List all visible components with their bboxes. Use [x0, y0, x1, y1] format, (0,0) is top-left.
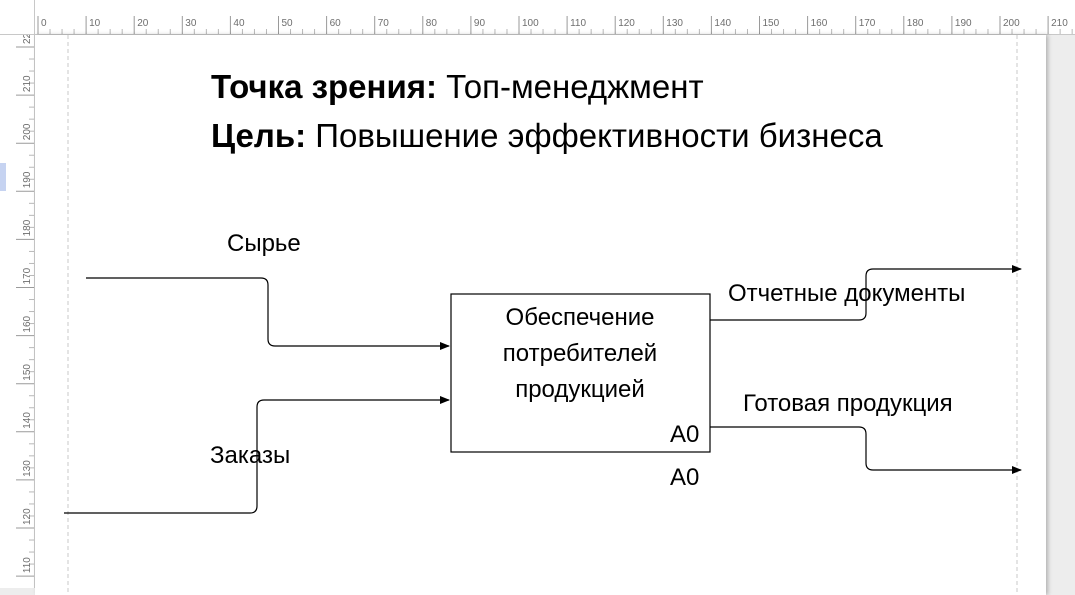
ruler-tick-label: 30: [185, 18, 197, 29]
purpose-line: Цель: Повышение эффективности бизнеса: [211, 116, 883, 156]
ruler-tick-label: 210: [1051, 18, 1068, 29]
diagram-node-number: A0: [670, 464, 700, 491]
ruler-tick-label: 190: [22, 171, 33, 188]
ruler-selection-marker: [0, 163, 6, 191]
activity-name: Обеспечение потребителей продукцией: [502, 304, 658, 403]
diagram-page[interactable]: Точка зрения: Топ-менеджмент Цель: Повыш…: [35, 35, 1046, 595]
ruler-tick-label: 180: [22, 219, 33, 236]
ruler-tick-label: 70: [378, 18, 390, 29]
horizontal-ruler-scale: 0 10 20 30 40 50 60 70 80 90 100 110 120 130 140 150 160…: [37, 16, 1073, 34]
vertical-ruler[interactable]: 220 210 200 190 180 170 160 150 140 130 120 110: [0, 34, 35, 588]
ruler-tick-label: 180: [907, 18, 924, 29]
output-arrow-finished-products[interactable]: [710, 426, 1022, 474]
diagram-canvas: [64, 35, 1022, 595]
output-label-finished-products[interactable]: Готовая продукция: [743, 390, 953, 417]
output-label-reports[interactable]: Отчетные документы: [728, 280, 966, 307]
ruler-tick-label: 170: [859, 18, 876, 29]
ruler-tick-label: 130: [22, 460, 33, 477]
ruler-tick-label: 200: [22, 123, 33, 140]
ruler-tick-label: 90: [474, 18, 486, 29]
ruler-tick-label: 20: [137, 18, 149, 29]
ruler-tick-label: 50: [282, 18, 294, 29]
ruler-corner: [0, 0, 35, 35]
ruler-tick-label: 160: [811, 18, 828, 29]
ruler-tick-label: 140: [714, 18, 731, 29]
activity-node-number: A0: [670, 421, 700, 448]
horizontal-ruler[interactable]: 0 10 20 30 40 50 60 70 80 90 100 110 120 130 140 150 160…: [0, 0, 1075, 35]
ruler-tick-label: 60: [330, 18, 342, 29]
ruler-tick-label: 160: [22, 315, 33, 332]
output-arrow-reports[interactable]: [710, 265, 1022, 321]
ruler-tick-label: 150: [763, 18, 780, 29]
input-arrow-orders[interactable]: [64, 396, 450, 514]
ruler-tick-label: 150: [22, 364, 33, 381]
purpose-label: Цель:: [211, 117, 307, 154]
ruler-tick-label: 80: [426, 18, 438, 29]
ruler-tick-label: 110: [570, 18, 586, 29]
ruler-tick-label: 210: [22, 75, 33, 92]
ruler-tick-label: 10: [89, 18, 101, 29]
input-label-raw-materials[interactable]: Сырье: [227, 230, 301, 257]
viewpoint-value: Топ-менеджмент: [446, 68, 704, 105]
input-label-orders[interactable]: Заказы: [210, 442, 291, 469]
ruler-tick-label: 140: [22, 412, 33, 429]
ruler-tick-label: 200: [1003, 18, 1020, 29]
ruler-tick-label: 40: [233, 18, 245, 29]
ruler-tick-label: 120: [22, 508, 33, 525]
ruler-tick-label: 220: [22, 34, 33, 44]
ruler-tick-label: 110: [22, 557, 33, 573]
ruler-tick-label: 0: [41, 18, 47, 29]
ruler-tick-label: 120: [618, 18, 635, 29]
ruler-tick-label: 190: [955, 18, 972, 29]
purpose-value: Повышение эффективности бизнеса: [315, 117, 883, 154]
ruler-tick-label: 170: [22, 267, 33, 284]
activity-box[interactable]: [450, 293, 711, 453]
viewpoint-line: Точка зрения: Топ-менеджмент: [211, 67, 704, 107]
viewpoint-label: Точка зрения:: [211, 68, 437, 105]
vertical-ruler-scale: 220 210 200 190 180 170 160 150 140 130 120 110: [16, 34, 34, 577]
ruler-tick-label: 100: [522, 18, 539, 29]
ruler-tick-label: 130: [666, 18, 683, 29]
input-arrow-raw-materials[interactable]: [86, 277, 450, 350]
